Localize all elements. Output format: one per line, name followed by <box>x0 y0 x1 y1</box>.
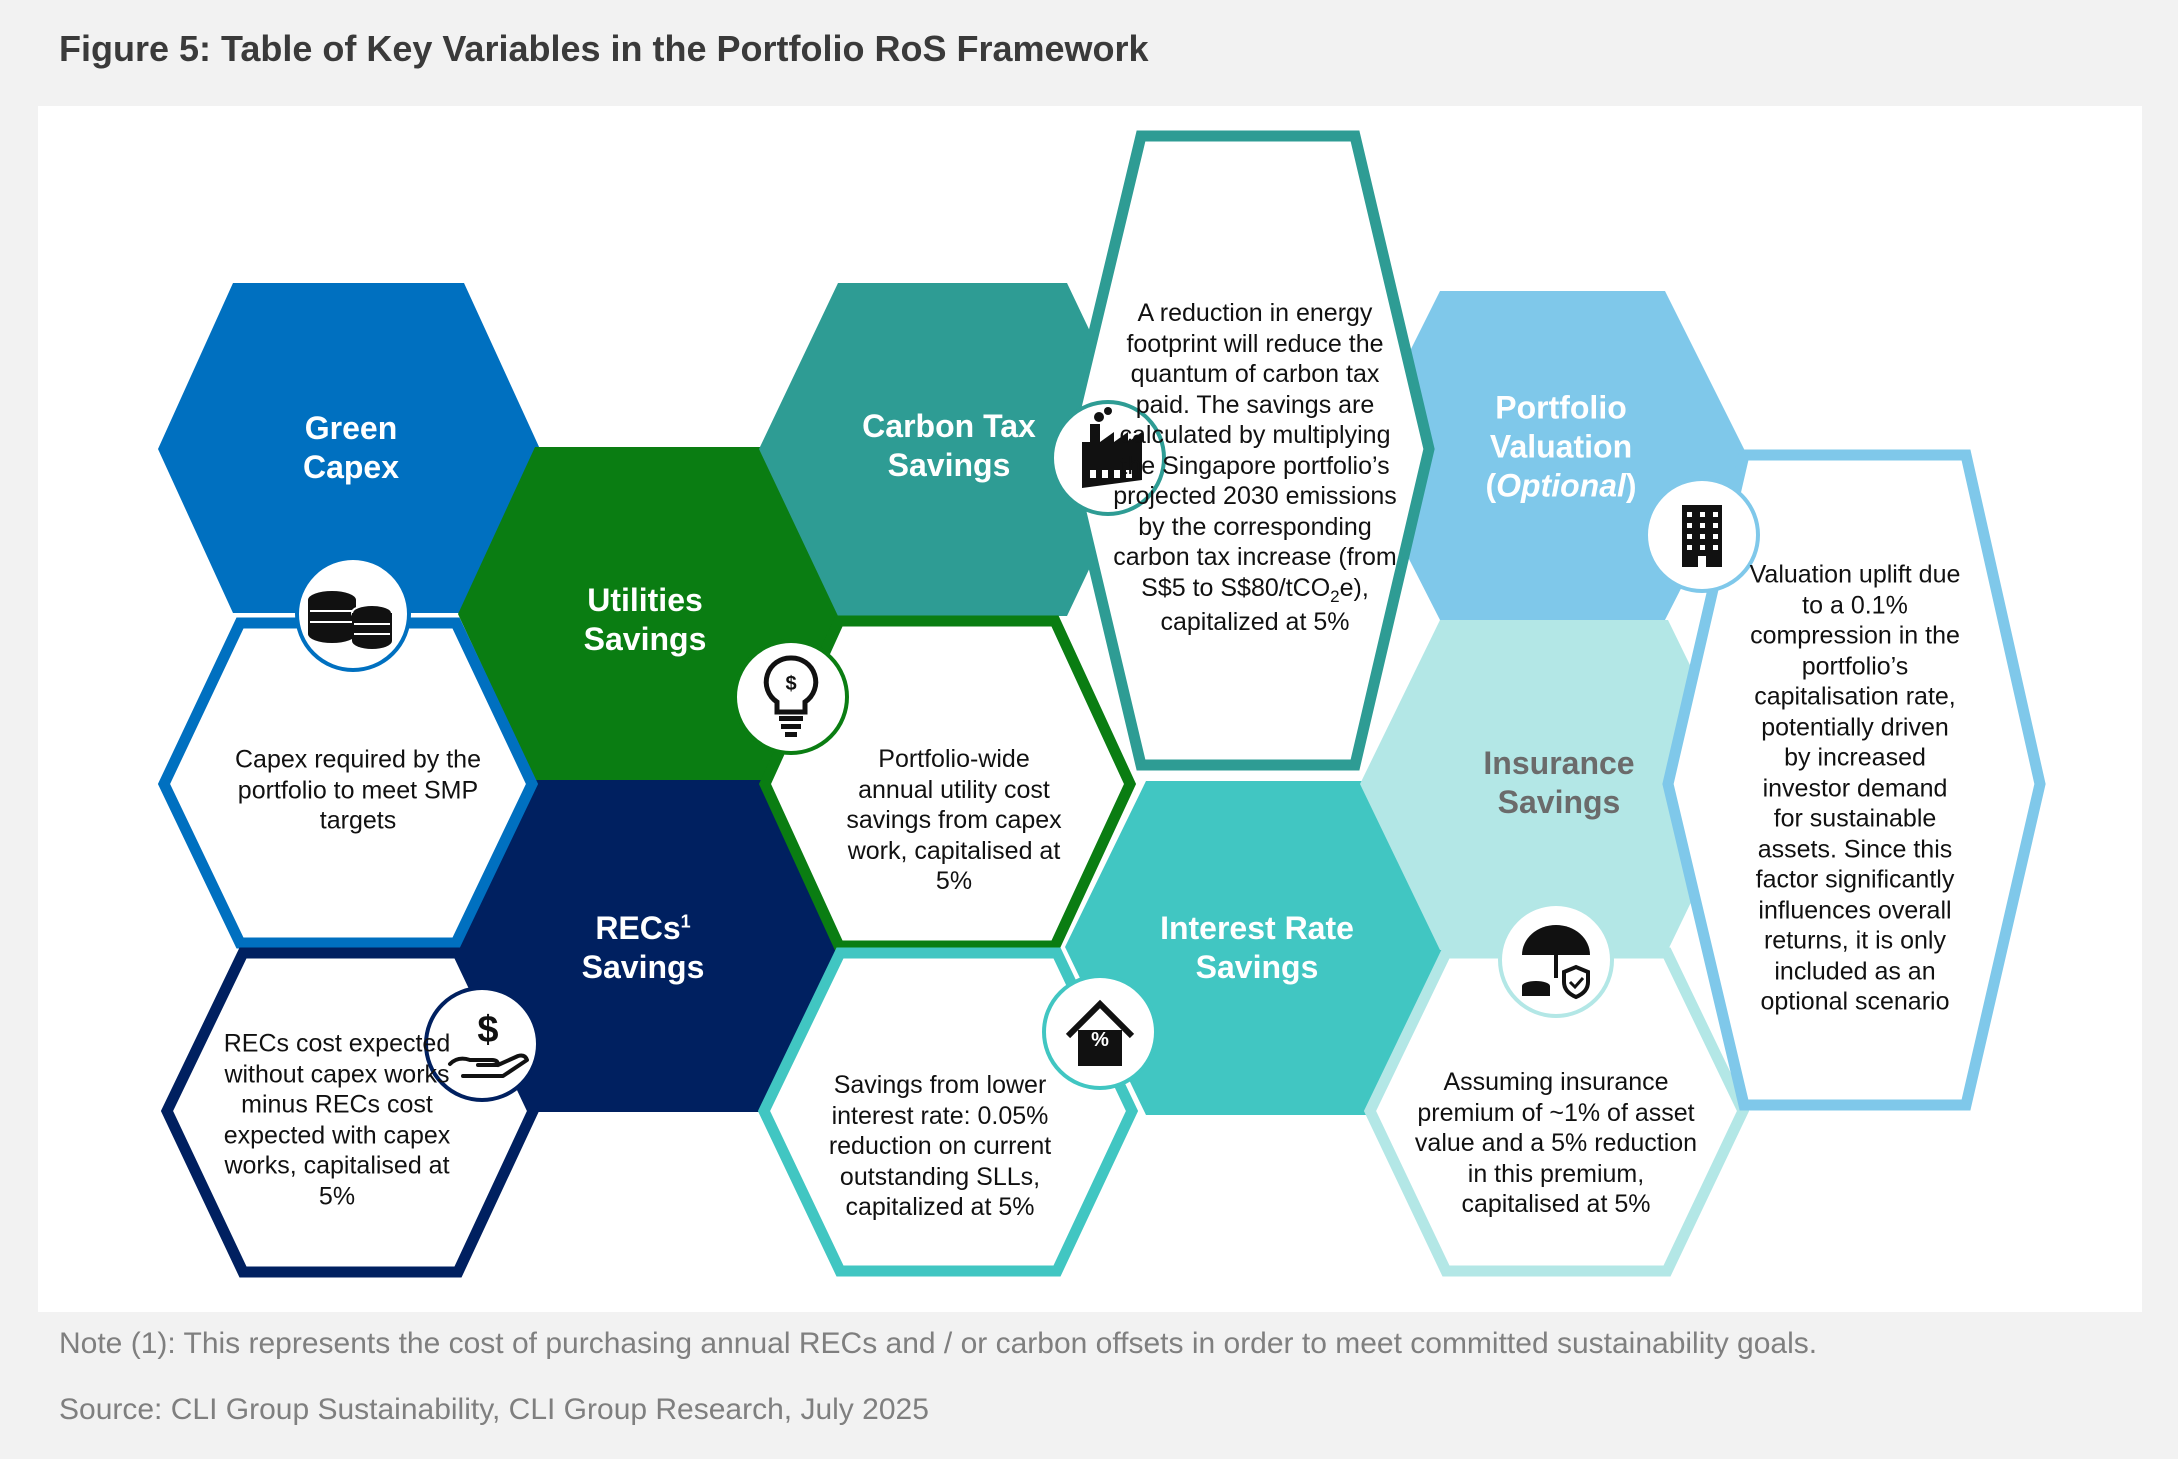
recs-title: RECs1 Savings <box>581 909 705 985</box>
footnote: Note (1): This represents the cost of pu… <box>59 1327 1818 1360</box>
building-icon <box>1644 477 1760 593</box>
svg-text:%: % <box>1091 1029 1109 1051</box>
recs-hexagon <box>456 780 843 1112</box>
svg-text:$: $ <box>477 1009 498 1051</box>
carbon-tax-title: Carbon Tax Savings <box>862 407 1036 483</box>
hand-dollar-icon: $ <box>424 986 540 1102</box>
interest-rate-body-hexagon <box>757 947 1139 1277</box>
lightbulb-dollar-icon: $ <box>733 639 849 755</box>
coins-icon <box>295 556 411 672</box>
insurance-body-hexagon <box>1363 947 1750 1277</box>
utilities-title: Utilities Savings <box>583 581 707 657</box>
utilities-body-hexagon <box>758 615 1137 952</box>
house-percent-icon: % <box>1042 974 1158 1090</box>
carbon-tax-description: A reduction in energy footprint will red… <box>1113 299 1397 637</box>
utilities-description: Portfolio-wide annual utility cost savin… <box>846 744 1062 895</box>
portfolio-valuation-body-hexagon <box>1662 449 2046 1111</box>
carbon-tax-hexagon <box>759 283 1146 616</box>
interest-rate-description: Savings from lower interest rate: 0.05% … <box>828 1070 1052 1221</box>
interest-rate-hexagon <box>1065 781 1450 1115</box>
insurance-description: Assuming insurance premium of ~1% of ass… <box>1414 1067 1698 1218</box>
svg-text:$: $ <box>785 673 796 695</box>
portfolio-valuation-description: Valuation uplift due to a 0.1% compressi… <box>1749 560 1961 1016</box>
portfolio-valuation-title: Portfolio Valuation (Optional) <box>1485 389 1637 504</box>
green-capex-hexagon <box>158 283 540 613</box>
umbrella-shield-icon <box>1498 902 1614 1018</box>
insurance-hexagon <box>1360 620 1748 950</box>
page-title: Figure 5: Table of Key Variables in the … <box>59 28 1149 69</box>
factory-icon <box>1050 400 1166 516</box>
source-line: Source: CLI Group Sustainability, CLI Gr… <box>59 1393 929 1426</box>
carbon-tax-body-hexagon <box>1060 130 1435 771</box>
interest-rate-title: Interest Rate Savings <box>1160 909 1354 985</box>
green-capex-body-hexagon <box>157 617 539 949</box>
recs-description: RECs cost expected without capex works m… <box>223 1029 451 1211</box>
green-capex-title: Green Capex <box>302 409 400 485</box>
insurance-title: Insurance Savings <box>1483 744 1635 820</box>
green-capex-description: Capex required by the portfolio to meet … <box>235 745 481 835</box>
